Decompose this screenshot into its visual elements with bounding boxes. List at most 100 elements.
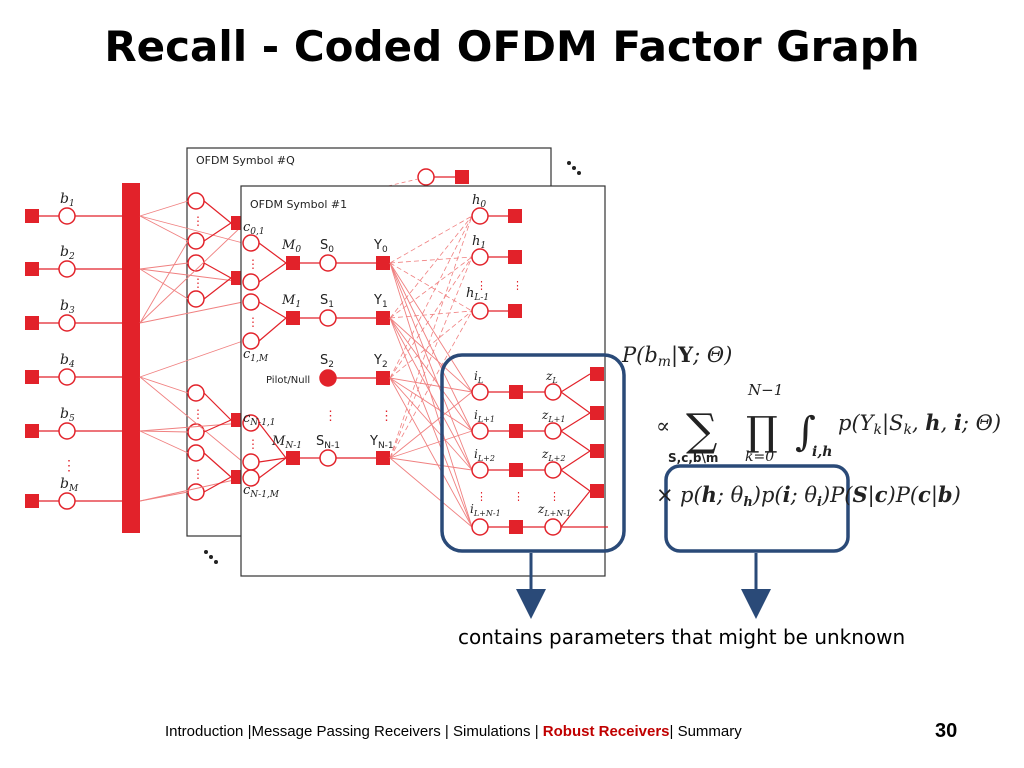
equation-lhs: P(bm|Y; Θ): [621, 342, 732, 370]
svg-text:iL+1: iL+1: [474, 408, 495, 424]
bit-labels: b1 b2 b3 b4 b5 bM: [60, 191, 79, 494]
equation-priors: p(h; θh)p(i; θi)P(S|c)P(c|b): [680, 482, 961, 510]
svg-text:⋮: ⋮: [512, 280, 523, 292]
z-factor-edges: [560, 373, 591, 528]
svg-text:c1,M: c1,M: [243, 347, 269, 364]
svg-text:b1: b1: [60, 191, 75, 209]
svg-text:M0: M0: [281, 238, 301, 255]
mod-to-sym-edges: [300, 262, 376, 459]
svg-text:⋮: ⋮: [247, 437, 259, 451]
modulation-factors: [286, 256, 300, 465]
footer-item-summary[interactable]: Summary: [677, 723, 742, 740]
equation-times: ×: [656, 483, 674, 507]
code-to-back-edges: [139, 200, 244, 502]
equation: P(bm|Y; Θ) ∝ ∑ S,c,b\m N−1 ∏ k=0 ∫ i,h p…: [621, 342, 1001, 510]
svg-text:⋮: ⋮: [380, 408, 393, 423]
svg-text:zL: zL: [545, 369, 558, 385]
symbol-labels: S0 S1 S2 SN-1: [316, 238, 340, 451]
bit-nodes: ⋮: [25, 207, 76, 510]
svg-text:b4: b4: [60, 352, 75, 370]
equation-prod-sup: N−1: [747, 381, 783, 399]
svg-text:⋮: ⋮: [324, 408, 337, 423]
highlight-box-priors: [664, 464, 850, 553]
svg-text:M1: M1: [281, 293, 301, 310]
svg-text:hL-1: hL-1: [466, 286, 489, 303]
code-factor-bar: [122, 183, 140, 533]
svg-text:⋮: ⋮: [513, 491, 524, 503]
pilot-node: [319, 369, 337, 387]
svg-text:h1: h1: [472, 234, 486, 251]
z-factors: [590, 367, 604, 498]
svg-text:⋮: ⋮: [247, 257, 259, 271]
svg-text:b5: b5: [60, 406, 75, 424]
back-frame-nodes: [387, 168, 469, 187]
svg-text:zL+1: zL+1: [541, 408, 565, 424]
observation-factors: ⋮: [376, 256, 393, 465]
ellipsis-bottom: [204, 550, 218, 564]
svg-text:Y2: Y2: [373, 353, 388, 370]
svg-text:⋮: ⋮: [192, 467, 204, 481]
footer-separator: |: [247, 723, 252, 740]
modulation-labels: M0 M1 MN-1: [271, 238, 302, 451]
back-frame-edges: [203, 200, 232, 493]
svg-text:cN-1,M: cN-1,M: [243, 483, 280, 500]
footer-separator: |: [669, 723, 674, 740]
frame-back-label: OFDM Symbol #Q: [196, 154, 295, 167]
svg-text:S0: S0: [320, 238, 334, 255]
equation-sum: ∑: [686, 405, 717, 456]
obs-to-channel-edges: [389, 215, 473, 459]
equation-integral-sub: i,h: [812, 444, 832, 460]
interference-nodes: ⋮ ⋮ ⋮: [471, 383, 608, 536]
code-nodes: ⋮ ⋮ ⋮: [242, 234, 260, 487]
svg-text:⋮: ⋮: [192, 276, 204, 290]
svg-text:⋮: ⋮: [476, 491, 487, 503]
page-number: 30: [935, 720, 958, 742]
svg-text:⋮: ⋮: [62, 457, 76, 473]
equation-propto: ∝: [656, 414, 670, 438]
svg-text:⋮: ⋮: [192, 214, 204, 228]
svg-text:h0: h0: [472, 193, 486, 210]
svg-text:zL+2: zL+2: [541, 447, 565, 463]
svg-text:iL+N-1: iL+N-1: [470, 502, 501, 518]
frame-front-label: OFDM Symbol #1: [250, 198, 347, 211]
ofdm-frame-front: [240, 185, 606, 577]
footer-separator: |: [444, 723, 449, 740]
pilot-label: Pilot/Null: [266, 375, 310, 386]
equation-likelihood: p(Yk|Sk, h, i; Θ): [838, 410, 1001, 438]
channel-labels: h0 h1 hL-1: [466, 193, 489, 303]
footer-item-robust-receivers[interactable]: Robust Receivers: [542, 723, 670, 740]
svg-text:Y1: Y1: [373, 293, 388, 310]
equation-prod-sub: k=0: [745, 449, 774, 465]
footer-item-message-passing[interactable]: Message Passing Receivers: [251, 723, 441, 740]
observation-labels: Y0 Y1 Y2 YN-1: [369, 238, 394, 451]
svg-text:MN-1: MN-1: [271, 434, 302, 451]
svg-text:zL+N-1: zL+N-1: [537, 502, 571, 518]
interference-labels: iL iL+1 iL+2 iL+N-1: [470, 369, 501, 518]
svg-text:Y0: Y0: [373, 238, 388, 255]
svg-text:iL: iL: [474, 369, 483, 385]
svg-text:⋮: ⋮: [476, 280, 487, 292]
svg-text:b2: b2: [60, 244, 75, 262]
footer-item-introduction[interactable]: Introduction: [165, 723, 244, 740]
svg-text:c0,1: c0,1: [243, 220, 265, 237]
svg-text:YN-1: YN-1: [369, 434, 394, 451]
equation-prod: ∏: [746, 409, 778, 455]
footer-nav: Introduction |Message Passing Receivers …: [165, 723, 742, 740]
svg-text:⋮: ⋮: [192, 407, 204, 421]
symbol-nodes: ⋮: [319, 254, 337, 467]
svg-text:iL+2: iL+2: [474, 447, 495, 463]
equation-sum-sub: S,c,b\m: [668, 451, 718, 465]
highlight-box-interference: [440, 353, 626, 553]
code-labels: c0,1 c1,M cN-1,1 cN-1,M: [243, 220, 280, 500]
svg-text:cN-1,1: cN-1,1: [243, 411, 276, 428]
svg-text:⋮: ⋮: [247, 315, 259, 329]
svg-text:S1: S1: [320, 293, 334, 310]
svg-text:S2: S2: [320, 353, 334, 370]
bit-to-code-edges: [75, 215, 122, 502]
caption: contains parameters that might be unknow…: [458, 625, 906, 649]
footer-separator: |: [534, 723, 539, 740]
channel-nodes: ⋮ ⋮: [471, 207, 523, 320]
obs-to-interference-edges: [389, 262, 473, 528]
footer-item-simulations[interactable]: Simulations: [452, 723, 531, 740]
